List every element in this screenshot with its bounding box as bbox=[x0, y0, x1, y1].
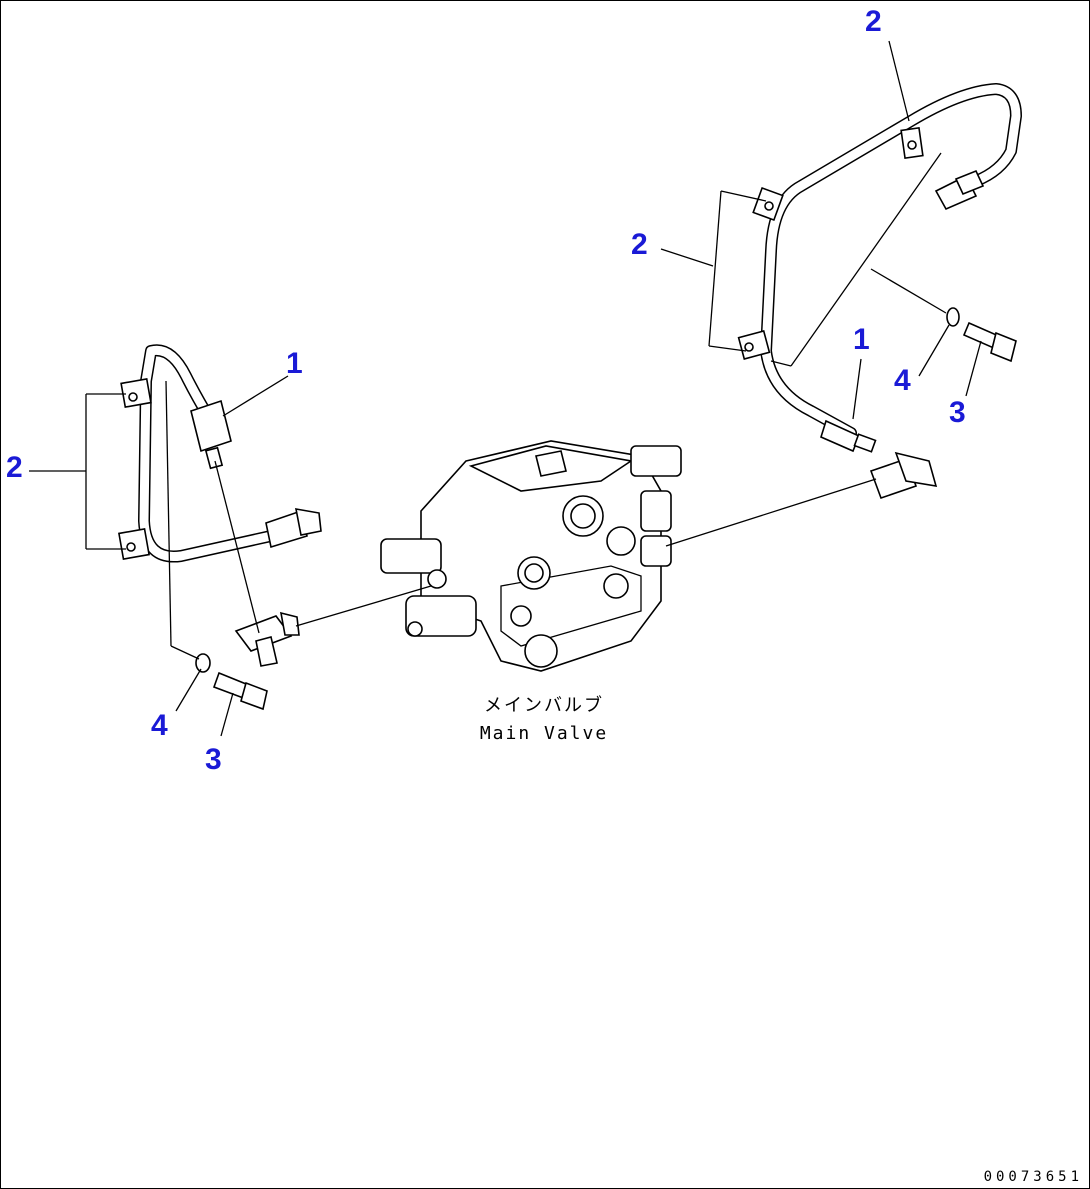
callout-4-left: 4 bbox=[151, 709, 168, 742]
left-clamp-low bbox=[118, 528, 150, 560]
callout-1-left: 1 bbox=[286, 347, 303, 380]
left-pipe-top-fitting bbox=[190, 399, 232, 470]
right-clamp-top bbox=[900, 126, 924, 160]
right-pipe-nut bbox=[820, 419, 877, 453]
callout-1-right: 1 bbox=[853, 323, 870, 356]
callout-4-right: 4 bbox=[894, 364, 911, 397]
left-clamp-top bbox=[120, 377, 152, 409]
valve-right-actuator bbox=[630, 445, 682, 567]
right-pipe-assembly bbox=[737, 83, 1022, 500]
right-bolt bbox=[962, 321, 1017, 363]
callout-2-top-right: 2 bbox=[865, 5, 882, 38]
callout-3-left: 3 bbox=[205, 743, 222, 776]
right-elbow-fitting bbox=[869, 451, 938, 500]
left-bolt bbox=[212, 671, 268, 711]
left-washer bbox=[195, 653, 211, 673]
main-valve-label-jp: メインバルブ bbox=[484, 694, 604, 716]
callout-2-left: 2 bbox=[6, 451, 23, 484]
right-clamp-mid bbox=[752, 186, 784, 222]
right-pipe-top-fitting bbox=[934, 169, 985, 211]
left-pipe-end-fitting bbox=[265, 508, 322, 549]
leader-lines bbox=[29, 40, 982, 737]
callout-2-mid-right: 2 bbox=[631, 228, 648, 261]
right-washer bbox=[946, 307, 960, 327]
main-valve bbox=[380, 440, 682, 672]
drawing-number: 00073651 bbox=[984, 1169, 1083, 1185]
left-pipe-assembly bbox=[118, 344, 322, 711]
callout-3-right: 3 bbox=[949, 396, 966, 429]
right-clamp-low bbox=[737, 330, 771, 360]
left-tee-fitting bbox=[234, 611, 300, 667]
valve-left-spools bbox=[380, 538, 477, 637]
main-valve-label-en: Main Valve bbox=[480, 723, 608, 744]
